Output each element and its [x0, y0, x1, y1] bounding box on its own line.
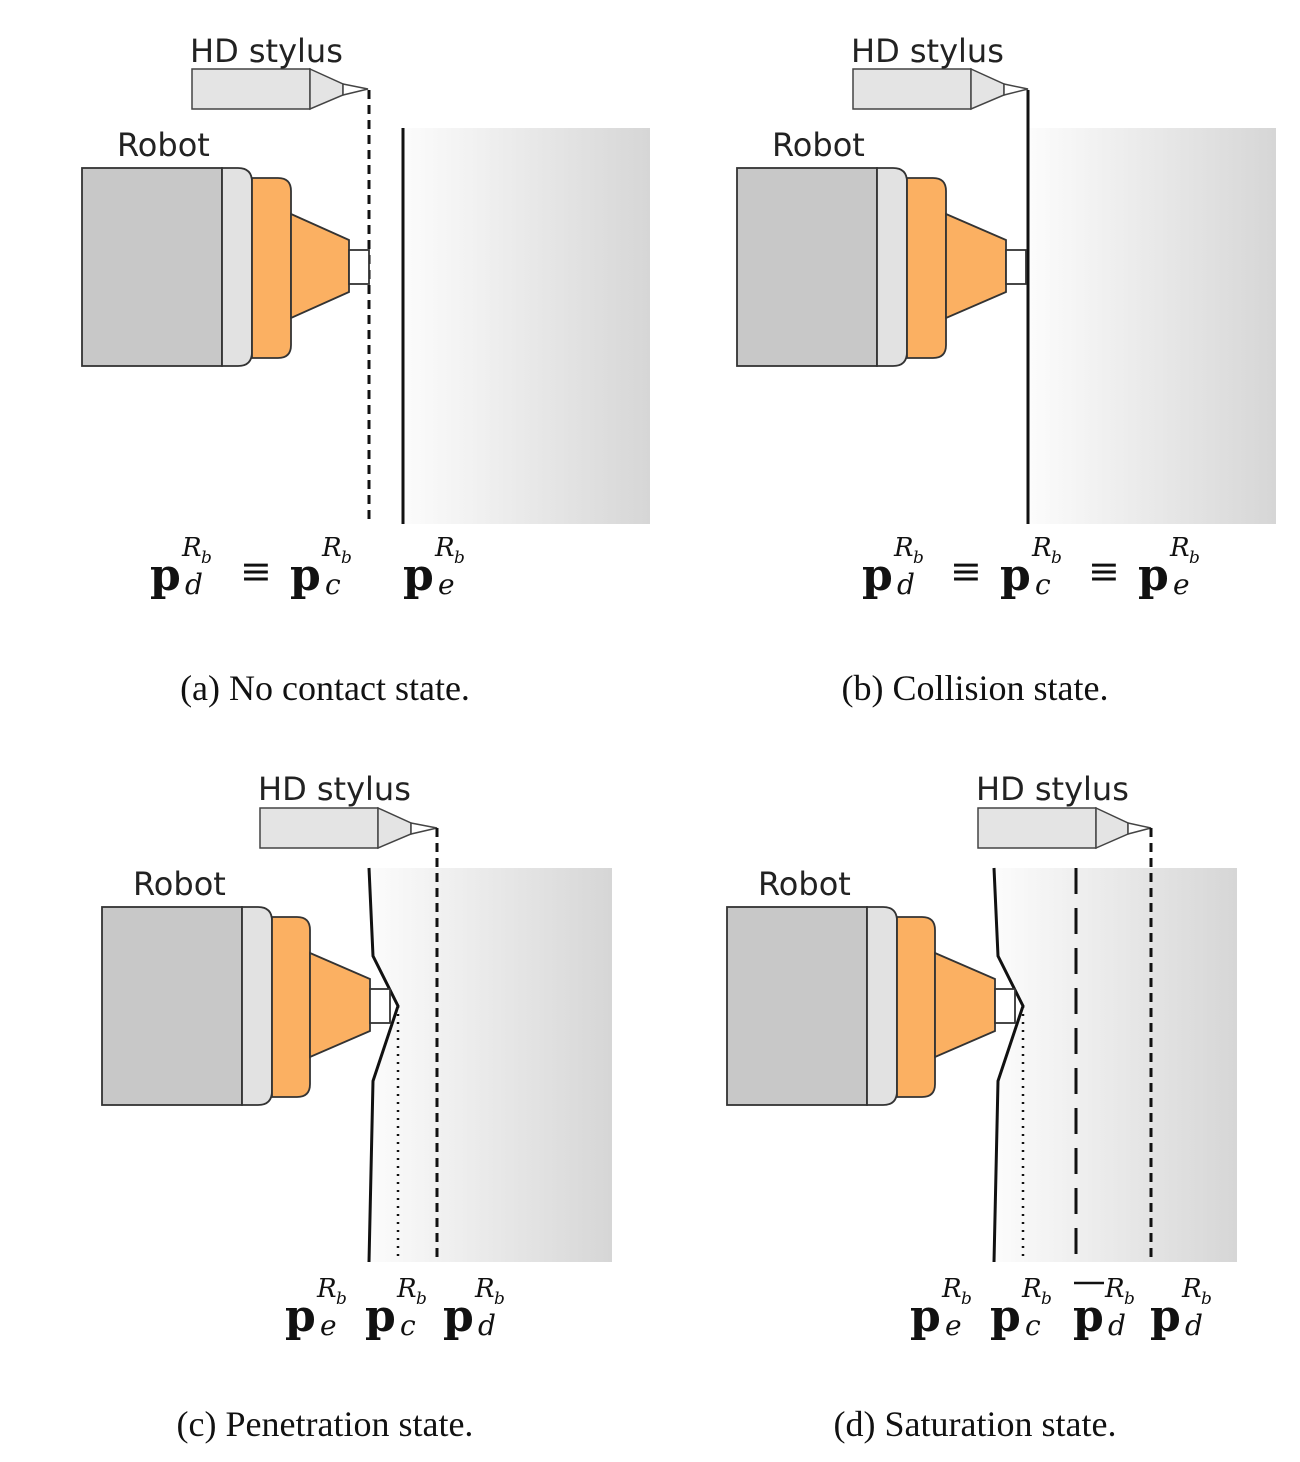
stylus-label: HD stylus [976, 770, 1129, 808]
svg-text:p: p [290, 550, 321, 601]
hd-stylus-icon [852, 67, 1029, 111]
svg-text:p: p [990, 1291, 1021, 1342]
hd-stylus-icon [977, 806, 1152, 850]
svg-text:p: p [1150, 1291, 1181, 1342]
formula-c: p R b e p R b c p R b d [285, 1274, 505, 1342]
robot-icon [726, 906, 1016, 1106]
formula-d: p R b e p R b c p R b d p R b d [910, 1274, 1212, 1342]
svg-text:b: b [454, 548, 465, 568]
svg-text:e: e [438, 568, 455, 601]
stylus-label: HD stylus [851, 32, 1004, 70]
panel-a: HD stylus Robot p R b d ≡ p R b c p R b … [0, 0, 650, 731]
robot-label: Robot [117, 126, 210, 164]
svg-text:p: p [1000, 550, 1031, 601]
svg-text:R: R [941, 1274, 962, 1304]
svg-text:R: R [474, 1274, 495, 1304]
caption-b: (b) Collision state. [841, 668, 1109, 708]
environment-wall [1028, 128, 1276, 524]
robot-icon [736, 167, 1027, 367]
svg-text:d: d [1185, 1309, 1203, 1342]
svg-text:R: R [1031, 533, 1052, 563]
hd-stylus-icon [191, 67, 369, 111]
svg-text:R: R [434, 533, 455, 563]
svg-text:R: R [316, 1274, 337, 1304]
svg-text:d: d [478, 1309, 496, 1342]
formula-a: p R b d ≡ p R b c p R b e [150, 533, 465, 601]
diagram-b: HD stylus Robot p R b d ≡ p R b c ≡ p R … [736, 32, 1276, 601]
svg-text:b: b [913, 548, 924, 568]
svg-text:R: R [181, 533, 202, 563]
diagram-a: HD stylus Robot p R b d ≡ p R b c p R b … [81, 32, 650, 601]
hd-stylus-icon [259, 806, 438, 850]
svg-text:b: b [336, 1289, 347, 1309]
svg-text:b: b [1189, 548, 1200, 568]
svg-text:R: R [1169, 533, 1190, 563]
environment-wall [369, 868, 612, 1262]
stylus-label: HD stylus [258, 770, 411, 808]
svg-text:R: R [321, 533, 342, 563]
svg-text:p: p [403, 550, 434, 601]
svg-text:d: d [897, 568, 915, 601]
svg-text:d: d [1108, 1309, 1126, 1342]
caption-d: (d) Saturation state. [833, 1404, 1117, 1444]
svg-text:R: R [1104, 1274, 1125, 1304]
robot-label: Robot [772, 126, 865, 164]
diagram-d: HD stylus Robot p R b e p R b c p R b d … [726, 770, 1237, 1342]
svg-text:p: p [1073, 1291, 1104, 1342]
svg-text:p: p [1138, 550, 1169, 601]
panel-c: HD stylus Robot p R b e p R b c p R b d … [0, 731, 650, 1462]
svg-text:b: b [1124, 1289, 1135, 1309]
robot-label: Robot [133, 865, 226, 903]
panel-d: HD stylus Robot p R b e p R b c p R b d … [650, 731, 1300, 1462]
svg-text:b: b [341, 548, 352, 568]
svg-text:b: b [961, 1289, 972, 1309]
svg-text:≡: ≡ [1088, 549, 1120, 593]
svg-text:b: b [1041, 1289, 1052, 1309]
environment-wall [994, 868, 1237, 1262]
svg-text:p: p [862, 550, 893, 601]
robot-icon [81, 167, 370, 367]
svg-text:b: b [201, 548, 212, 568]
panel-b: HD stylus Robot p R b d ≡ p R b c ≡ p R … [650, 0, 1300, 731]
svg-text:b: b [494, 1289, 505, 1309]
svg-text:p: p [285, 1291, 316, 1342]
svg-text:e: e [1173, 568, 1190, 601]
formula-b: p R b d ≡ p R b c ≡ p R b e [862, 533, 1200, 601]
robot-label: Robot [758, 865, 851, 903]
svg-text:c: c [325, 568, 341, 601]
svg-text:≡: ≡ [240, 549, 272, 593]
svg-text:e: e [945, 1309, 962, 1342]
svg-text:R: R [893, 533, 914, 563]
svg-text:c: c [400, 1309, 416, 1342]
robot-icon [101, 906, 391, 1106]
svg-text:b: b [416, 1289, 427, 1309]
caption-a: (a) No contact state. [180, 668, 470, 708]
diagram-c: HD stylus Robot p R b e p R b c p R b d [101, 770, 612, 1342]
svg-text:R: R [1021, 1274, 1042, 1304]
svg-text:b: b [1051, 548, 1062, 568]
caption-c: (c) Penetration state. [176, 1404, 474, 1444]
svg-text:p: p [443, 1291, 474, 1342]
svg-text:b: b [1201, 1289, 1212, 1309]
svg-text:c: c [1035, 568, 1051, 601]
svg-text:≡: ≡ [950, 549, 982, 593]
svg-text:p: p [365, 1291, 396, 1342]
environment-wall [403, 128, 650, 524]
stylus-label: HD stylus [190, 32, 343, 70]
svg-text:d: d [185, 568, 203, 601]
svg-text:p: p [910, 1291, 941, 1342]
svg-text:R: R [1181, 1274, 1202, 1304]
svg-text:c: c [1025, 1309, 1041, 1342]
svg-text:p: p [150, 550, 181, 601]
svg-text:R: R [396, 1274, 417, 1304]
svg-text:e: e [320, 1309, 337, 1342]
